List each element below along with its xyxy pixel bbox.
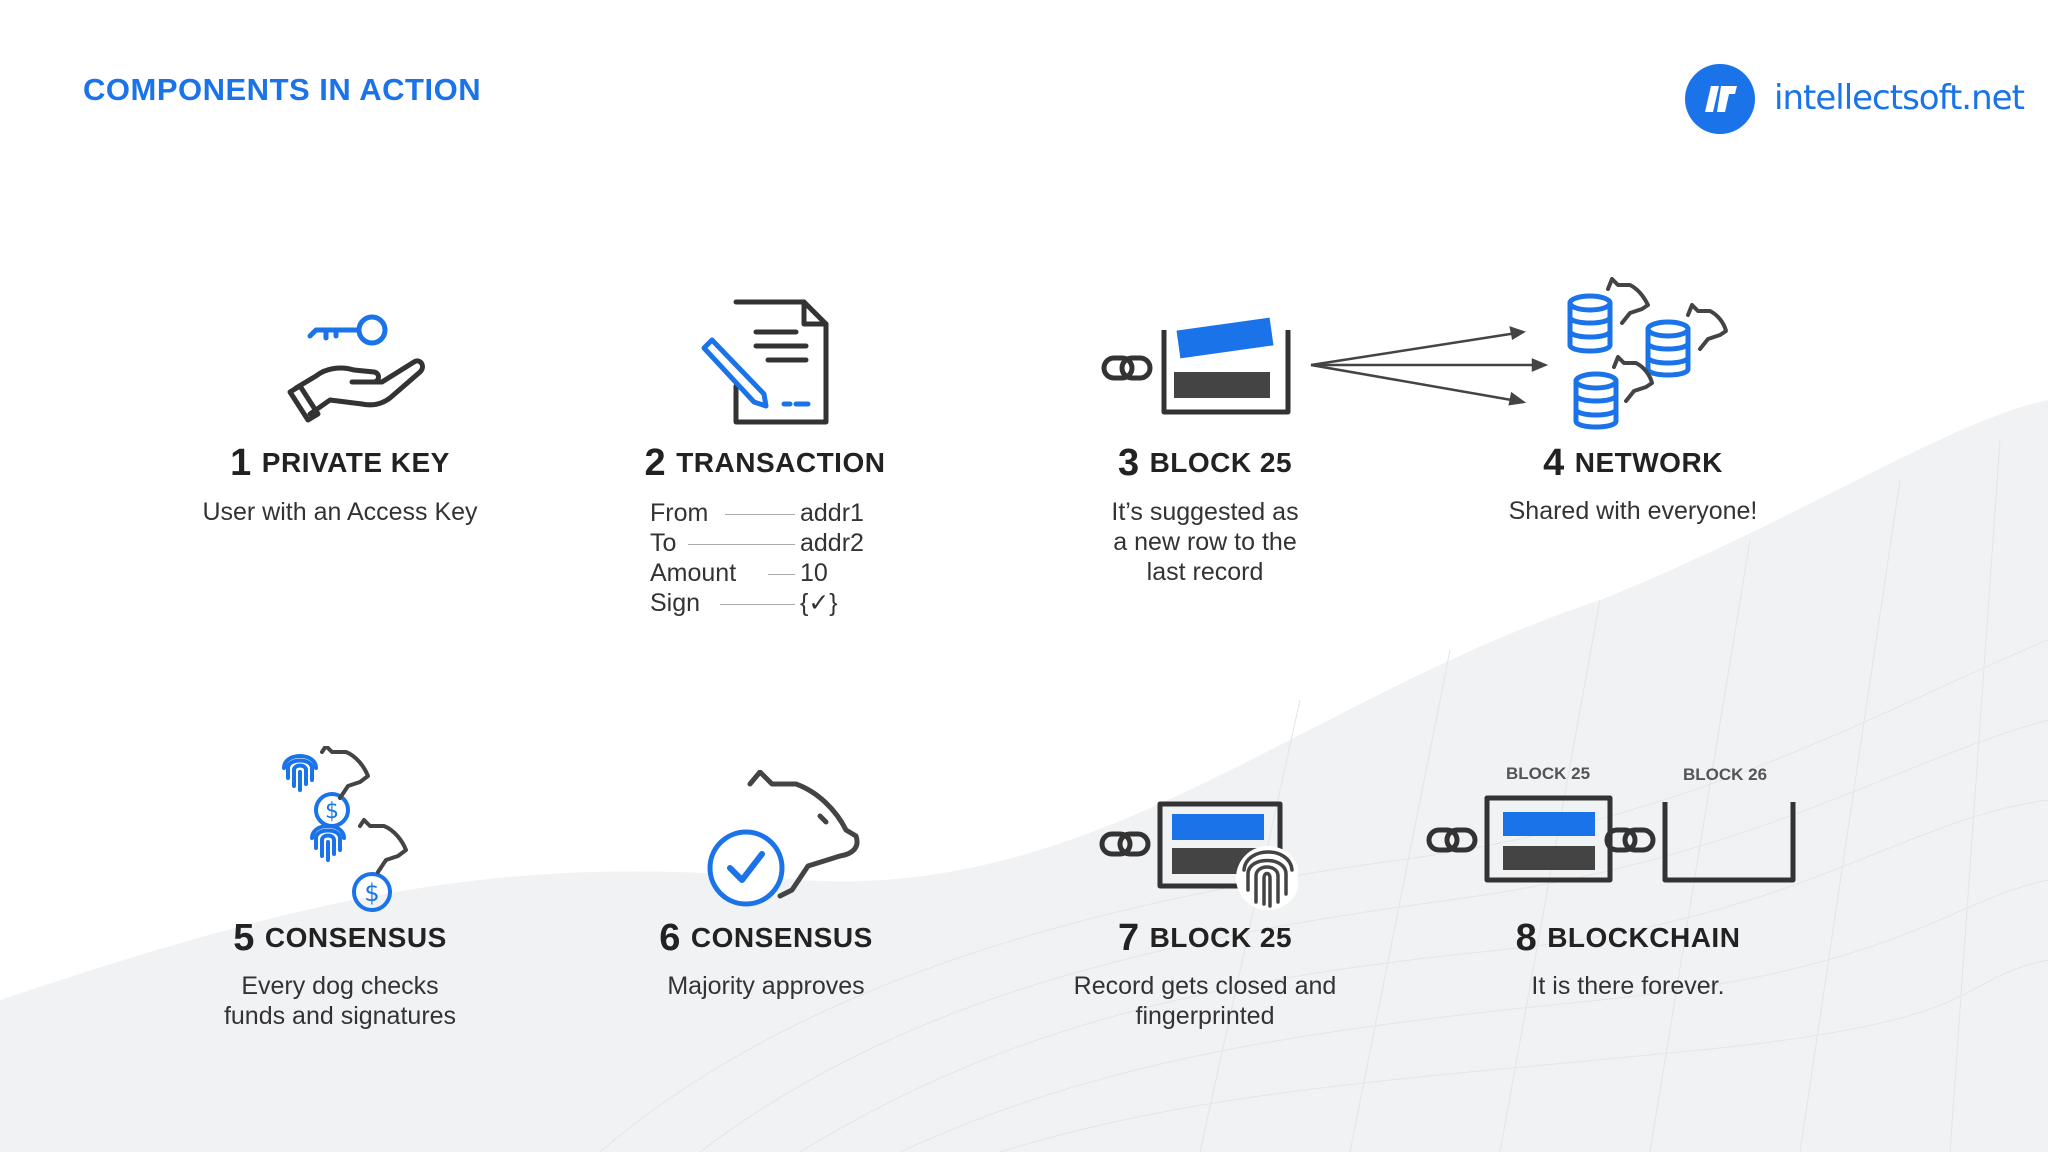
key-in-hand-icon — [287, 314, 425, 423]
logo-text: intellectsoft.net — [1774, 78, 2025, 118]
step-desc-line: Every dog checks — [241, 972, 439, 1000]
block-label: BLOCK 26 — [1683, 765, 1768, 784]
step-desc-line: fingerprinted — [1135, 1002, 1275, 1030]
step-desc: User with an Access Key — [202, 498, 478, 526]
step-desc-line: last record — [1146, 558, 1264, 586]
step-desc-line: a new row to the — [1113, 528, 1297, 556]
dog-check-icon — [707, 770, 860, 907]
block-fingerprint-icon — [1099, 801, 1298, 910]
step-desc: Majority approves — [667, 972, 865, 1000]
step-desc-line: It’s suggested as — [1111, 498, 1299, 526]
broadcast-arrows-icon — [1310, 326, 1549, 406]
logo[interactable]: intellectsoft.net — [1685, 64, 2025, 134]
chained-block-icon — [1101, 317, 1291, 415]
svg-text:$: $ — [325, 799, 339, 824]
page-title: COMPONENTS IN ACTION — [83, 72, 482, 107]
block-label: BLOCK 25 — [1506, 764, 1591, 783]
step-desc-line: funds and signatures — [223, 1002, 457, 1030]
blockchain-icon — [1426, 795, 1796, 883]
intellectsoft-logo-icon — [1685, 64, 1755, 134]
database-dogs-icon — [1567, 277, 1728, 430]
tx-field-row: Sign{✓} — [650, 589, 838, 617]
svg-text:$: $ — [364, 879, 379, 907]
step-desc: It is there forever. — [1531, 972, 1725, 1000]
fingerprint-dollar-dogs-icon: $ $ — [282, 746, 408, 912]
document-with-pen-icon — [701, 299, 829, 425]
step-desc: Shared with everyone! — [1508, 497, 1758, 525]
step-desc-line: Record gets closed and — [1073, 972, 1337, 1000]
